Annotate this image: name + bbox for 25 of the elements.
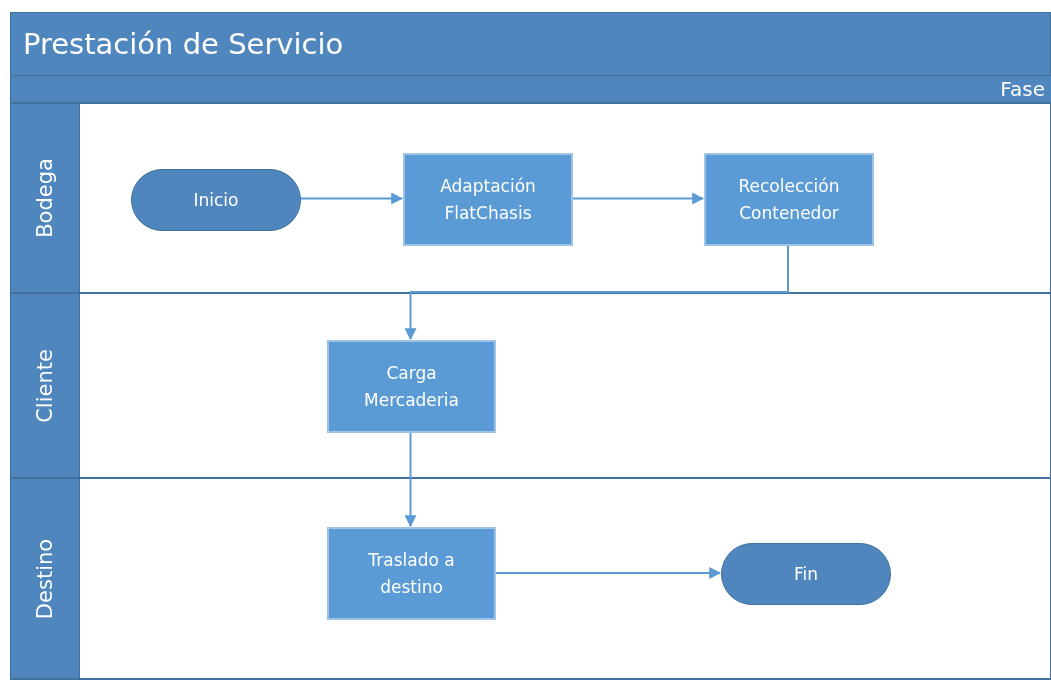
arrow — [571, 192, 705, 205]
swimlane-pool — [10, 12, 1051, 680]
process-box — [327, 340, 496, 433]
pool-title: Prestación de Servicio — [23, 27, 344, 61]
lane-label: Cliente — [33, 348, 57, 423]
node-label: Traslado a destino — [367, 549, 456, 599]
node-label: Fin — [792, 562, 819, 586]
node-label: Inicio — [192, 188, 240, 212]
node-label: Carga Mercaderia — [363, 362, 460, 412]
process-box — [704, 153, 874, 246]
phase-header — [11, 76, 1051, 104]
arrow — [299, 192, 404, 205]
arrow — [404, 431, 417, 528]
node-label: Recolección Contenedor — [737, 175, 841, 225]
process-box — [327, 527, 496, 620]
swimlane — [11, 294, 1051, 479]
swimlane — [11, 104, 1051, 294]
lane-label: Bodega — [33, 158, 57, 238]
phase-label: Fase — [1000, 77, 1045, 101]
swimlane — [11, 479, 1051, 680]
arrow — [494, 567, 722, 579]
lane-label: Destino — [33, 538, 57, 619]
process-box — [403, 153, 573, 246]
arrow — [404, 244, 789, 341]
node-label: Adaptación FlatChasis — [439, 175, 537, 225]
